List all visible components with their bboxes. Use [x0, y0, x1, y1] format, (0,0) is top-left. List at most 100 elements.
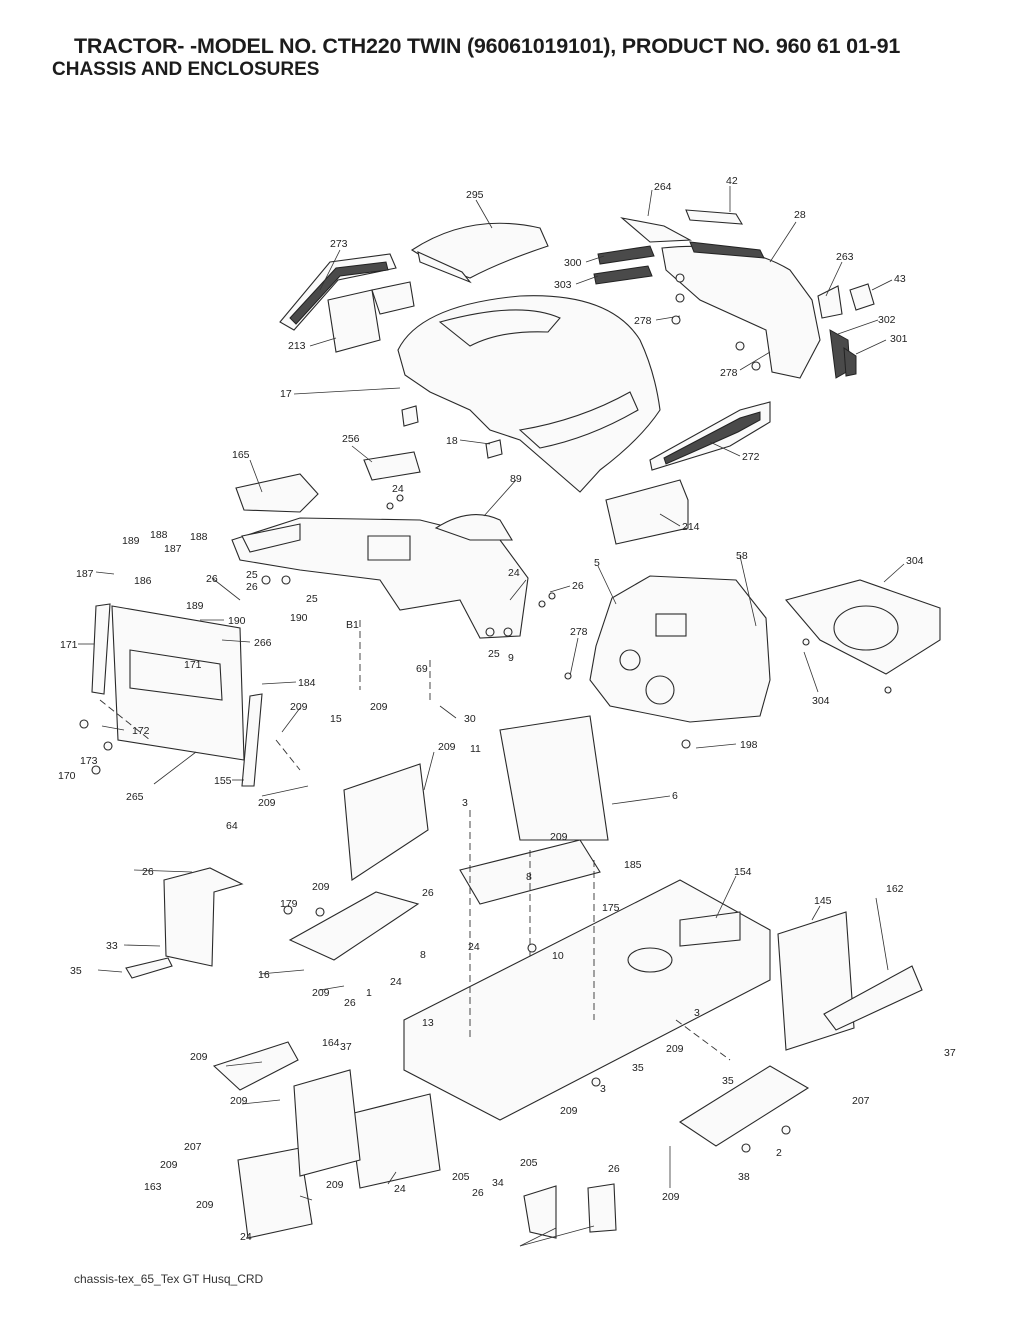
callout-label: 209: [160, 1159, 178, 1171]
grille-insert-272: [649, 401, 771, 471]
callout-label: 256: [342, 433, 360, 445]
callout-label: 189: [122, 535, 140, 547]
callout-label: 43: [894, 273, 906, 285]
callout-label: 175: [602, 902, 620, 914]
leader-lines: [78, 186, 905, 1247]
hood-17: [397, 295, 661, 493]
callout-label: 188: [150, 529, 168, 541]
callout-label: 16: [258, 969, 270, 981]
drawing-code: chassis-tex_65_Tex GT Husq_CRD: [74, 1272, 264, 1286]
callout-label: 3: [694, 1007, 700, 1019]
callout-label: 3: [600, 1083, 606, 1095]
callout-label: 38: [738, 1171, 750, 1183]
callout-label: 198: [740, 739, 758, 751]
callout-label: 278: [720, 367, 738, 379]
callout-label: 9: [508, 652, 514, 664]
bracket-213: [327, 281, 415, 353]
callout-label: 214: [682, 521, 700, 533]
callout-label: 209: [312, 881, 330, 893]
callout-label: 300: [564, 257, 582, 269]
callout-label: 266: [254, 637, 272, 649]
callout-label: 303: [554, 279, 572, 291]
callout-label: 69: [416, 663, 428, 675]
callout-label: 26: [206, 573, 218, 585]
callout-label: 190: [290, 612, 308, 624]
fender-pan: [231, 517, 529, 639]
callout-label: 179: [280, 898, 298, 910]
callout-label: 278: [570, 626, 588, 638]
callout-label: 24: [394, 1183, 406, 1195]
lever-185: [125, 957, 173, 979]
callout-label: 209: [560, 1105, 578, 1117]
callout-label: 58: [736, 550, 748, 562]
callout-label: 26: [422, 887, 434, 899]
panel-164: [212, 1041, 299, 1091]
callout-label: 273: [330, 238, 348, 250]
rail-266: [91, 603, 111, 695]
guard-175: [163, 867, 244, 967]
callout-label: 173: [80, 755, 98, 767]
grille-273: [279, 253, 397, 331]
frame-1: [403, 879, 771, 1121]
callout-label: 165: [232, 449, 250, 461]
dash-housing-9: [589, 575, 771, 723]
callout-label: 171: [60, 639, 78, 651]
callout-label: 209: [666, 1043, 684, 1055]
floor-shield-58: [785, 579, 941, 675]
callout-label: 5: [594, 557, 600, 569]
callout-label: 304: [906, 555, 924, 567]
callout-label: 17: [280, 388, 292, 400]
callout-label: 24: [468, 941, 480, 953]
callout-label: 10: [552, 950, 564, 962]
callout-label: 11: [470, 743, 481, 755]
callout-label: B1: [346, 619, 359, 631]
callout-label: 6: [672, 790, 678, 802]
callout-label: 264: [654, 181, 672, 193]
callout-label: 209: [326, 1179, 344, 1191]
callout-label: 302: [878, 314, 896, 326]
callout-label: 30: [464, 713, 476, 725]
bracket-64: [499, 715, 609, 841]
rear-panel-170: [111, 605, 245, 761]
callout-label: 209: [550, 831, 568, 843]
plate-13-154: [777, 911, 923, 1051]
callout-label: 209: [230, 1095, 248, 1107]
callout-label: 26: [246, 581, 258, 593]
footrest-33: [288, 891, 420, 961]
seat-pan-89: [434, 514, 513, 541]
callout-label: 295: [466, 189, 484, 201]
plate-256: [363, 451, 421, 481]
callout-label: 209: [312, 987, 330, 999]
callout-label: 164: [322, 1037, 340, 1049]
dash-support-11: [343, 763, 429, 881]
callout-label: 8: [526, 871, 532, 883]
callout-label: 170: [58, 770, 76, 782]
callout-label: 207: [852, 1095, 870, 1107]
callout-label: 190: [228, 615, 246, 627]
callout-label: 145: [814, 895, 832, 907]
callout-label: 185: [624, 859, 642, 871]
callout-label: 24: [392, 483, 404, 495]
light-lens-264-42: [620, 209, 744, 243]
callout-label: 188: [190, 531, 208, 543]
plate-162: [293, 1069, 361, 1177]
page-title: TRACTOR- -MODEL NO. CTH220 TWIN (9606101…: [74, 34, 901, 58]
rail-265: [241, 693, 263, 787]
callout-label: 3: [462, 797, 468, 809]
decal-300-303: [593, 245, 655, 285]
callout-label: 25: [306, 593, 318, 605]
hardware-fasteners: [79, 273, 892, 1153]
callout-label: 205: [520, 1157, 538, 1169]
callout-label: 172: [132, 725, 150, 737]
callout-label: 13: [422, 1017, 434, 1029]
callout-label: 25: [246, 569, 258, 581]
callout-label: 209: [190, 1051, 208, 1063]
callout-label: 155: [214, 775, 232, 787]
callout-label: 25: [488, 648, 500, 660]
callout-label: 304: [812, 695, 830, 707]
callout-label: 187: [164, 543, 182, 555]
callout-label: 154: [734, 866, 752, 878]
callout-label: 26: [472, 1187, 484, 1199]
callout-label: 163: [144, 1181, 162, 1193]
callout-label: 213: [288, 340, 306, 352]
